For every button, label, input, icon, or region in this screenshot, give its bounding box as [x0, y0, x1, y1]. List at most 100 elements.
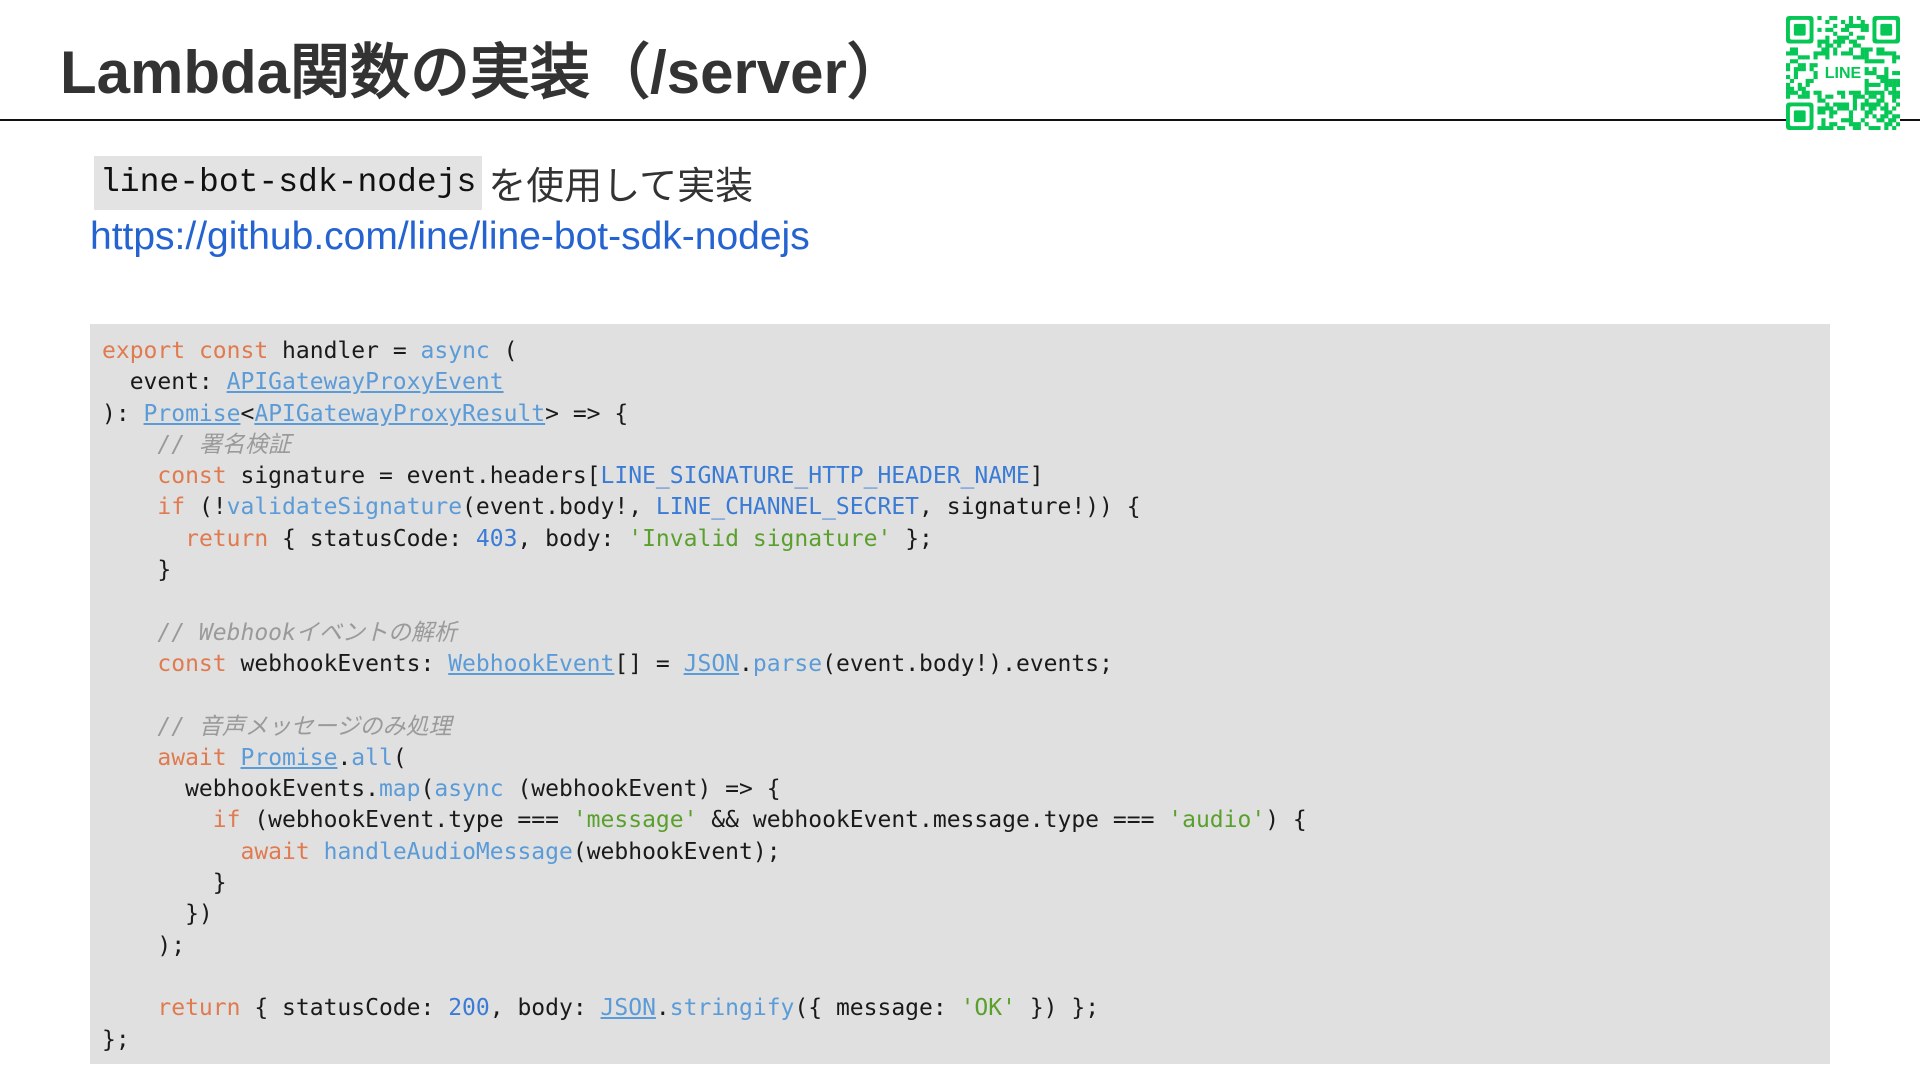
code-token [102, 463, 157, 489]
code-line: await handleAudioMessage(webhookEvent); [102, 837, 1307, 868]
code-token: await [240, 838, 310, 865]
code-token: (! [185, 494, 227, 521]
github-repo-link[interactable]: https://github.com/line/line-bot-sdk-nod… [90, 215, 810, 258]
code-token: . [655, 995, 670, 1022]
line-qr-code[interactable]: LINE [1786, 16, 1900, 130]
code-line: ); [102, 931, 1307, 962]
code-token [102, 651, 157, 677]
code-token [102, 995, 157, 1021]
code-token: webhookEvents. [102, 776, 379, 803]
code-token: // Webhookイベントの解析 [157, 619, 457, 646]
code-token: if [212, 807, 241, 834]
code-token: map [378, 776, 421, 803]
code-token: , signature!)) { [919, 494, 1141, 521]
code-token [227, 745, 241, 771]
code-token: 403 [475, 525, 518, 552]
code-token: ): [102, 400, 144, 427]
code-token: const [157, 650, 227, 677]
code-token: . [337, 744, 352, 771]
code-token [102, 620, 157, 646]
code-token: handler = [268, 338, 421, 364]
code-token: export [102, 338, 186, 364]
code-line: ): Promise<APIGatewayProxyResult> => { [102, 399, 1307, 430]
code-token: }; [102, 1026, 130, 1053]
code-token [102, 745, 157, 771]
code-line [102, 962, 1307, 993]
code-token: // 音声メッセージのみ処理 [157, 713, 452, 740]
code-line: // 音声メッセージのみ処理 [102, 712, 1307, 743]
code-token: async [434, 776, 504, 803]
slide-title: Lambda関数の実装（/server） [60, 39, 907, 106]
code-token: Promise [143, 400, 241, 427]
code-line: }) [102, 899, 1307, 930]
code-token: } [102, 557, 172, 584]
code-token: // 署名検証 [157, 431, 291, 458]
code-token: handleAudioMessage [323, 838, 573, 865]
code-token: ); [102, 932, 186, 959]
code-token: validateSignature [226, 494, 463, 521]
code-token: const [198, 338, 269, 364]
code-token [102, 526, 185, 552]
code-block: export const handler = async ( event: AP… [90, 324, 1830, 1064]
code-token: . [739, 650, 753, 677]
code-line: if (!validateSignature(event.body!, LINE… [102, 492, 1307, 523]
package-name-code: line-bot-sdk-nodejs [94, 155, 483, 210]
code-token: (event.body!).events; [822, 650, 1113, 677]
code-token: ( [489, 338, 518, 364]
code-token: async [420, 338, 490, 364]
code-token: signature = event.headers[ [226, 463, 601, 490]
code-token: if [157, 494, 186, 521]
code-token: APIGatewayProxyResult [254, 400, 546, 427]
intro-line: line-bot-sdk-nodejs を使用して実装 [94, 155, 753, 210]
code-token: 'audio' [1168, 807, 1266, 834]
code-token: < [240, 400, 255, 427]
code-line: export const handler = async ( [102, 336, 1307, 367]
code-token: (webhookEvent.type === [240, 807, 573, 834]
intro-suffix-text: を使用して実装 [488, 164, 754, 208]
code-token: } [102, 870, 227, 897]
code-token: 'OK' [960, 995, 1016, 1022]
code-token: , body: [517, 525, 629, 552]
code-token: 'Invalid signature' [628, 525, 892, 552]
code-line: const webhookEvents: WebhookEvent[] = JS… [102, 649, 1307, 680]
code-token: ) { [1265, 807, 1307, 834]
code-token: }) [102, 901, 213, 928]
code-token [310, 839, 324, 865]
qr-line-label: LINE [1825, 65, 1862, 82]
code-line [102, 586, 1307, 617]
code-line: return { statusCode: 200, body: JSON.str… [102, 993, 1307, 1024]
code-token [102, 494, 157, 520]
code-line: await Promise.all( [102, 743, 1307, 774]
code-line: event: APIGatewayProxyEvent [102, 367, 1307, 398]
code-token: ( [420, 776, 435, 803]
code-token: LINE_SIGNATURE_HTTP_HEADER_NAME [600, 463, 1030, 490]
code-token: event: [102, 369, 227, 396]
code-token: { statusCode: [240, 995, 449, 1022]
code-token: , body: [489, 995, 601, 1022]
code-token: WebhookEvent [448, 650, 615, 677]
code-token: (webhookEvent); [572, 838, 781, 865]
code-token: LINE_CHANNEL_SECRET [655, 494, 920, 521]
code-token: 'message' [572, 807, 698, 834]
code-line: } [102, 868, 1307, 899]
code-token [102, 432, 157, 458]
code-token: }) }; [1015, 995, 1100, 1022]
code-token: [] = [614, 650, 684, 677]
code-token [102, 714, 157, 740]
code-token: return [157, 995, 241, 1022]
code-line: return { statusCode: 403, body: 'Invalid… [102, 524, 1307, 555]
code-token [102, 807, 213, 833]
code-token: JSON [600, 995, 656, 1022]
code-token: webhookEvents: [226, 650, 449, 677]
code-line: if (webhookEvent.type === 'message' && w… [102, 805, 1307, 836]
title-divider [0, 119, 1920, 121]
code-token [185, 338, 199, 364]
code-token: parse [752, 650, 823, 677]
code-token: Promise [240, 744, 338, 771]
code-token: (webhookEvent) => { [503, 776, 781, 803]
code-line: } [102, 555, 1307, 586]
code-line: }; [102, 1025, 1307, 1056]
code-token: all [351, 744, 393, 771]
code-line: // 署名検証 [102, 430, 1307, 461]
code-token: ( [392, 744, 407, 771]
